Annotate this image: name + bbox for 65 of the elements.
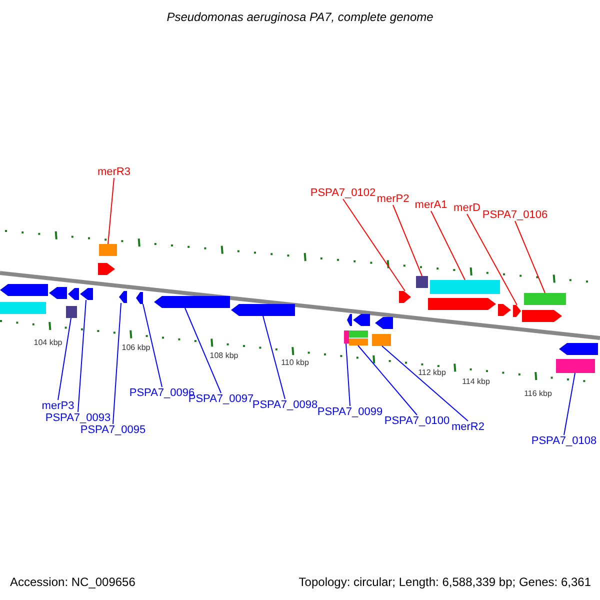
gene-label: PSPA7_0095: [80, 424, 146, 436]
gene-feature: [68, 288, 79, 300]
gene-feature: [399, 291, 411, 303]
leader-line: [392, 204, 422, 276]
scale-label: 114 kbp: [462, 377, 490, 386]
leader-line: [262, 316, 286, 400]
gene-feature: [136, 292, 143, 304]
gene-label: PSPA7_0102: [310, 187, 376, 199]
gene-feature: [344, 330, 349, 344]
gene-label: PSPA7_0108: [531, 435, 597, 447]
diagram-title: Pseudomonas aeruginosa PA7, complete genome: [166, 10, 434, 24]
gene-feature: [98, 263, 115, 275]
gene-feature: [49, 287, 67, 299]
gene-feature: [524, 293, 566, 305]
gene-label: PSPA7_0106: [482, 209, 548, 221]
leader-line: [358, 345, 418, 416]
gene-label: merD: [454, 202, 480, 214]
leader-line: [142, 304, 162, 388]
leader-line: [346, 343, 350, 406]
gene-label: PSPA7_0098: [252, 399, 318, 411]
gene-feature: [556, 359, 595, 373]
gene-label: merP3: [42, 400, 74, 412]
gene-feature: [349, 338, 368, 346]
gene-feature: [99, 244, 117, 256]
gene-feature: [428, 298, 496, 310]
leader-line: [430, 210, 466, 280]
gene-label: merR3: [98, 166, 130, 178]
gene-label: merR2: [452, 421, 484, 433]
leader-line: [112, 302, 122, 424]
gene-feature: [430, 280, 500, 294]
leader-line: [342, 198, 406, 292]
gene-label: PSPA7_0093: [45, 412, 111, 424]
gene-feature: [416, 276, 428, 288]
leader-line: [382, 346, 468, 422]
gene-feature: [375, 317, 393, 329]
scale-label: 112 kbp: [418, 368, 446, 377]
leader-line: [184, 308, 222, 394]
gene-feature: [349, 330, 368, 338]
gene-feature: [372, 334, 391, 346]
gene-label: PSPA7_0099: [317, 406, 383, 418]
leader-line: [108, 178, 114, 244]
scale-label: 104 kbp: [34, 338, 62, 347]
leader-line: [514, 220, 546, 294]
scale-label: 108 kbp: [210, 351, 238, 360]
gene-feature: [559, 343, 598, 355]
scale-label: 110 kbp: [281, 358, 309, 367]
gene-feature: [154, 296, 230, 308]
gene-label: merP2: [376, 193, 410, 205]
leader-line: [78, 300, 86, 412]
leader-line: [58, 318, 72, 400]
gene-feature: [513, 305, 521, 317]
scale-label: 116 kbp: [524, 389, 552, 398]
gene-label: PSPA7_0100: [384, 415, 450, 427]
genome-info: Topology: circular; Length: 6,588,339 bp; Genes: 6,361: [298, 575, 591, 589]
gene-feature: [498, 304, 511, 316]
gene-feature: [80, 288, 93, 300]
gene-feature: [119, 291, 127, 303]
genome-info: Accession: NC_009656: [10, 575, 136, 589]
scale-label: 106 kbp: [122, 343, 150, 352]
leader-line: [466, 214, 518, 306]
leader-line: [564, 372, 576, 436]
gene-feature: [0, 302, 46, 314]
gene-label: merA1: [414, 199, 448, 211]
gene-feature: [66, 306, 77, 318]
gene-feature: [231, 304, 295, 316]
